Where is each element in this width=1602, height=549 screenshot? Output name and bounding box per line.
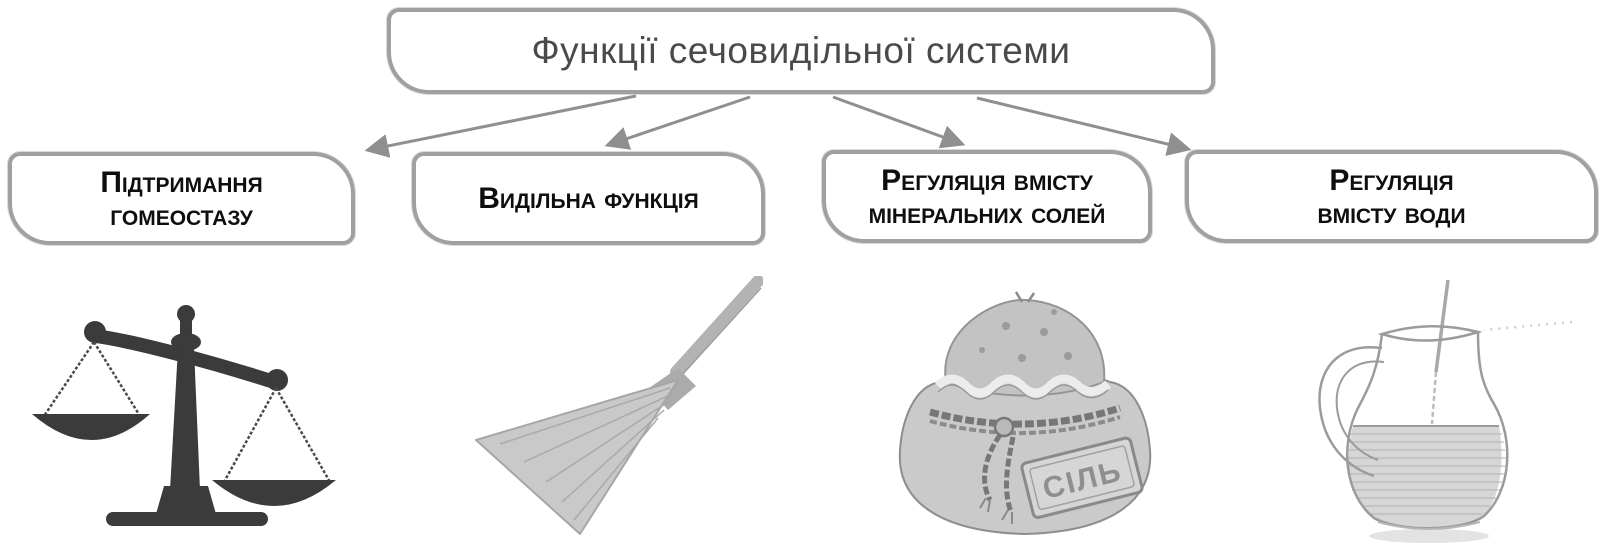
balance-scales-icon [32,305,336,526]
branch-label-line1: Регуляція [1329,163,1454,197]
branch-label-line2: гомеостазу [110,198,253,232]
water-jug-icon [1318,279,1573,543]
salt-bag-icon: СІЛЬ [898,291,1152,536]
branch-box-homeostasis: Підтримання гомеостазу [8,152,355,245]
branch-box-water-content: Регуляція вмісту води [1185,150,1598,243]
branch-box-mineral-salts: Регуляція вмісту мінеральних солей [822,150,1152,243]
branch-box-excretory: Видільна функція [412,152,765,245]
branch-label-line2: мінеральних солей [868,196,1106,230]
branch-label-line2: вмісту води [1317,196,1466,230]
branch-label-line1: Підтримання [100,165,263,199]
broom-icon [475,276,763,535]
diagram-title: Функції сечовидільної системи [531,30,1071,71]
arrow-to-mineral-salts [832,95,966,149]
branch-label-line1: Видільна функція [478,182,699,215]
arrow-to-water-content [976,96,1192,156]
arrow-to-excretory [604,95,751,150]
arrow-to-homeostasis [364,94,637,158]
branch-label-line1: Регуляція вмісту [881,163,1093,197]
title-box: Функції сечовидільної системи [387,8,1215,94]
